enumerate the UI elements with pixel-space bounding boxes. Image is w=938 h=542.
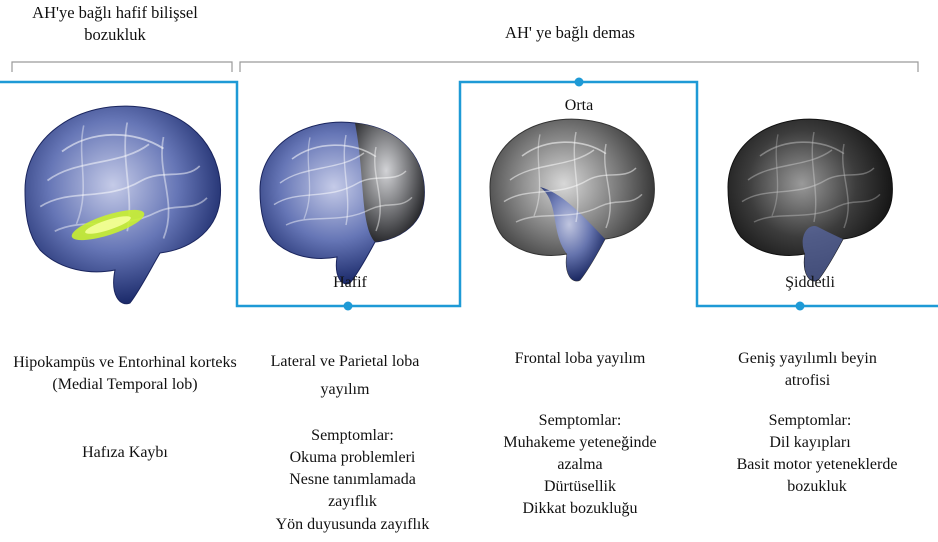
dementia-bracket xyxy=(240,62,918,72)
region-medial-temporal: Hipokampüs ve Entorhinal korteks (Medial… xyxy=(10,352,240,396)
symptom-reading-problems: Okuma problemleri xyxy=(245,447,460,469)
symptoms-title-moderate: Semptomlar: xyxy=(470,410,690,432)
timeline-node-mild xyxy=(344,302,353,311)
symptom-attention: Dikkat bozukluğu xyxy=(470,498,690,520)
symptom-judgment: Muhakeme yeteneğinde azalma xyxy=(495,432,665,476)
symptom-language-loss: Dil kayıpları xyxy=(705,432,915,454)
timeline-node-severe xyxy=(796,302,805,311)
brain-moderate-atrophy-icon xyxy=(490,119,654,281)
region-lateral-parietal: Lateral ve Parietal loba yayılım xyxy=(245,348,445,404)
timeline-node-moderate xyxy=(575,78,584,87)
stage-label-severe: Şiddetli xyxy=(760,274,860,292)
symptom-object-recognition: Nesne tanımlamada zayıflık xyxy=(265,469,440,513)
symptom-impulsivity: Dürtüsellik xyxy=(470,476,690,498)
brain-hippocampus-highlight-icon xyxy=(25,106,221,304)
symptoms-title-severe: Semptomlar: xyxy=(705,410,915,432)
mci-bracket xyxy=(12,62,232,72)
region-diffuse-atrophy: Geniş yayılımlı beyin atrofisi xyxy=(715,348,900,392)
symptom-memory-loss: Hafıza Kaybı xyxy=(10,442,240,464)
symptom-direction-sense: Yön duyusunda zayıflık xyxy=(235,514,470,536)
region-frontal: Frontal loba yayılım xyxy=(470,348,690,370)
stage-label-mild: Hafif xyxy=(300,274,400,292)
brain-mild-atrophy-icon xyxy=(260,122,424,284)
symptom-motor-skills: Basit motor yeteneklerde bozukluk xyxy=(712,454,922,498)
stage-label-moderate: Orta xyxy=(529,97,629,115)
brain-severe-atrophy-icon xyxy=(728,119,892,281)
symptoms-title-mild: Semptomlar: xyxy=(245,425,460,447)
